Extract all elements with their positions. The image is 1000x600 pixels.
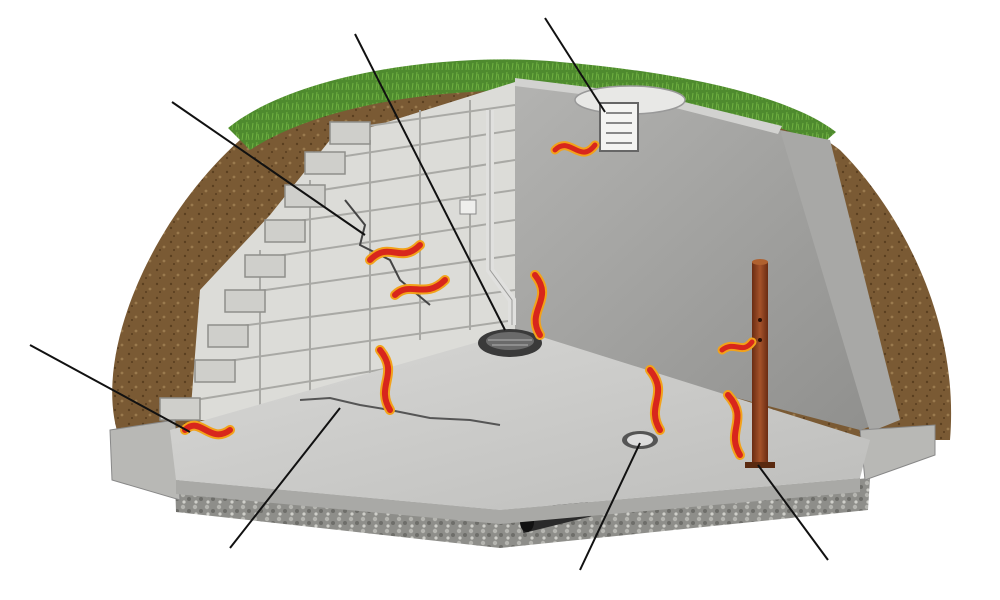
floor-drain-callout <box>579 442 641 571</box>
moisture-arrow-floor-crack <box>375 345 395 415</box>
footing-right <box>859 424 936 481</box>
moisture-arrow-footing <box>180 420 235 440</box>
moisture-arrow-blockwall-1 <box>365 240 425 265</box>
block-wall-crack-callout <box>171 101 366 236</box>
block-ends <box>159 121 371 421</box>
concrete-block-wall <box>190 82 515 420</box>
support-post-callout <box>757 464 829 561</box>
poured-wall-end <box>780 130 900 432</box>
footing-left <box>109 419 181 501</box>
moisture-arrows <box>180 140 757 460</box>
sump-callout <box>354 33 506 331</box>
window-well-callout <box>544 17 606 113</box>
sump-discharge-pipe <box>459 110 516 325</box>
moisture-arrow-blockwall-2 <box>390 275 450 300</box>
poured-concrete-wall-top <box>515 78 782 134</box>
floor-crack-callout <box>229 407 341 549</box>
wall-floor-joint-callout <box>29 344 191 433</box>
support-post <box>745 259 775 468</box>
sump-pit <box>478 329 542 357</box>
slab-edge <box>176 478 860 524</box>
poured-concrete-wall <box>515 82 890 430</box>
moisture-arrow-window <box>550 140 600 157</box>
callout-lines <box>29 17 829 571</box>
moisture-arrow-drain <box>645 365 665 435</box>
concrete-floor-slab <box>170 330 870 510</box>
moisture-arrow-sump <box>530 270 548 340</box>
floor-drain <box>622 431 658 449</box>
moisture-arrow-post-base <box>723 390 745 460</box>
moisture-arrow-post <box>717 337 757 355</box>
